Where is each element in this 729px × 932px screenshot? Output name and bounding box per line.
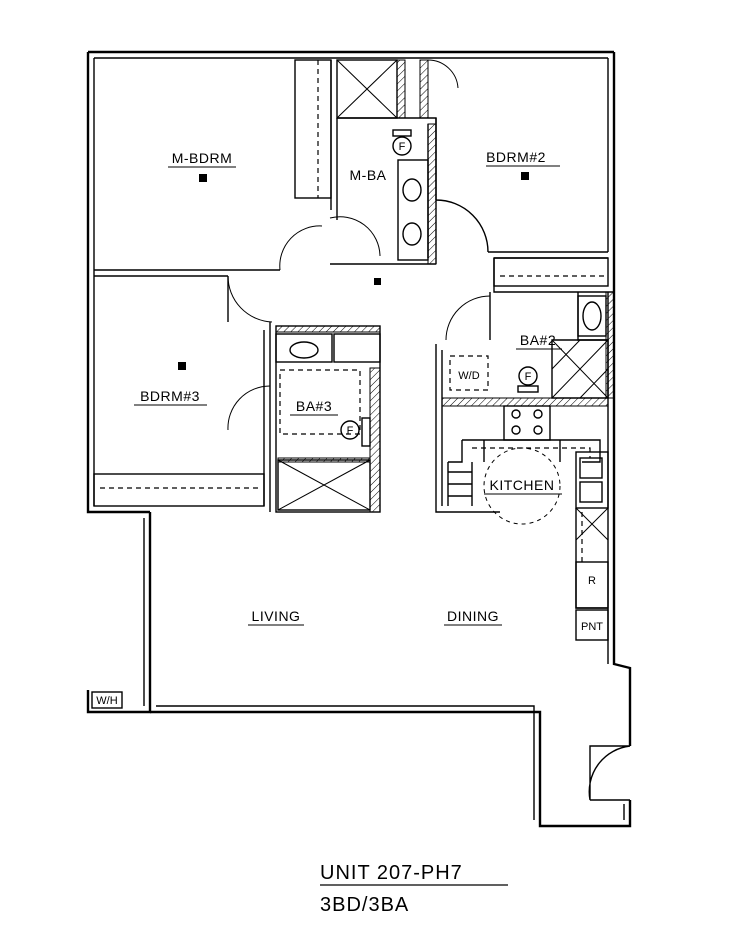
label-master-bath: M-BA [350,167,387,183]
entry-door [588,745,631,801]
exterior-walls [86,50,632,828]
toilet-mark-bath-3: F [347,425,354,437]
unit-title: UNIT 207-PH7 [320,862,463,884]
toilet-mark-bath-2: F [525,371,532,383]
bath-3 [275,325,381,513]
unit-type: 3BD/3BA [320,894,409,916]
label-washer-dryer: W/D [458,370,479,382]
room-markers [178,172,529,370]
bedroom-2-walls [435,118,614,293]
water-heater-box [91,691,123,709]
label-dining: DINING [447,608,499,624]
toilet-mark-master-bath: F [399,141,406,153]
master-bedroom-walls [94,59,332,323]
label-bath-3: BA#3 [296,398,332,414]
label-master-bedroom: M-BDRM [172,150,233,166]
label-water-heater: W/H [96,695,117,707]
label-bedroom-2: BDRM#2 [486,149,546,165]
kitchen-bath-2 [435,291,615,641]
label-living: LIVING [252,608,301,624]
bedroom-3-walls [93,276,271,512]
label-bath-2: BA#2 [520,332,556,348]
label-pantry: PNT [581,621,603,633]
label-kitchen: KITCHEN [490,477,555,493]
label-bedroom-3: BDRM#3 [140,388,200,404]
label-refrigerator: R [588,575,596,587]
